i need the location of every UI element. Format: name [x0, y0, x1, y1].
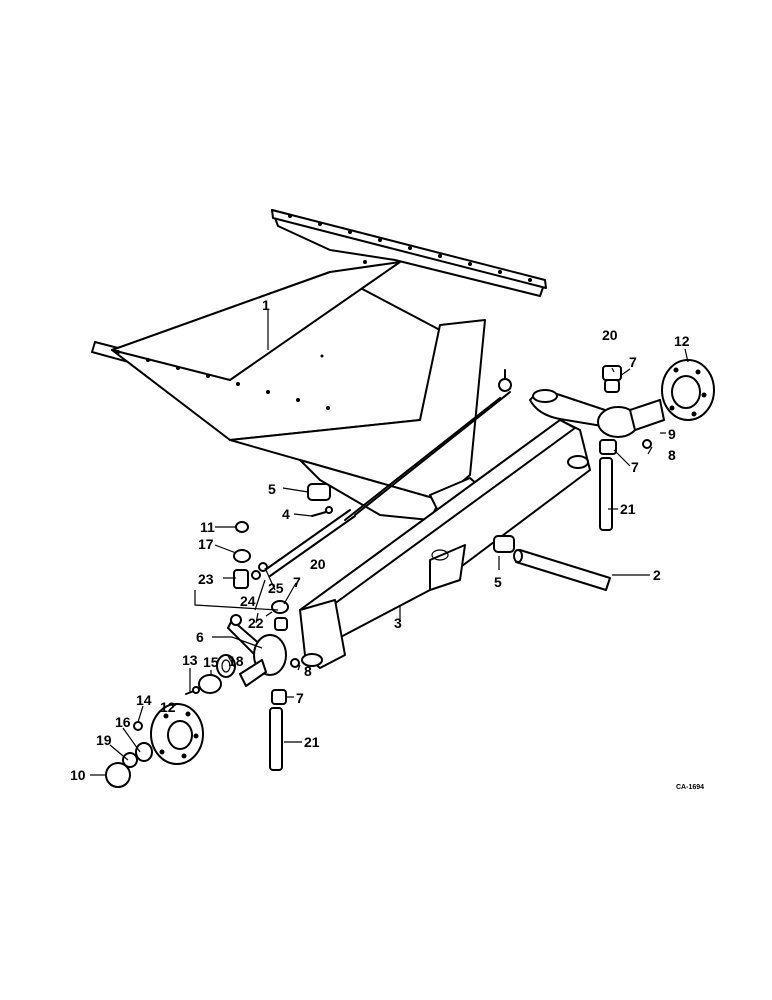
callout-13: 13 [182, 652, 198, 668]
callout-14: 14 [136, 692, 152, 708]
callout-5a: 5 [268, 481, 276, 497]
callout-12b: 12 [160, 699, 176, 715]
callout-6: 6 [196, 629, 204, 645]
front-support-frame [91, 209, 547, 526]
callout-23: 23 [198, 571, 214, 587]
callout-7c: 7 [296, 690, 304, 706]
callout-9: 9 [668, 426, 676, 442]
callout-15: 15 [203, 654, 219, 670]
callout-4: 4 [282, 506, 290, 522]
callout-24: 24 [240, 593, 256, 609]
axle-beam [299, 419, 591, 669]
callout-5b: 5 [494, 574, 502, 590]
callout-20b: 20 [310, 556, 326, 572]
callout-2: 2 [653, 567, 661, 583]
right-spindle-assembly [529, 359, 715, 531]
callout-8a: 8 [668, 447, 676, 463]
callout-21a: 21 [620, 501, 636, 517]
callout-labels: 1 2 3 4 5 5 6 7 7 7 7 8 8 9 10 11 17 12 … [70, 297, 704, 791]
callout-7d: 7 [293, 574, 301, 590]
callout-17: 17 [198, 536, 214, 552]
callout-7b: 7 [631, 459, 639, 475]
leader-lines [90, 310, 689, 776]
callout-11: 11 [200, 519, 215, 535]
callout-3: 3 [394, 615, 402, 631]
callout-22: 22 [248, 615, 264, 631]
callout-12a: 12 [674, 333, 690, 349]
callout-1: 1 [262, 297, 270, 313]
tie-rod [264, 369, 512, 577]
drawing-code: CA-1694 [676, 784, 704, 791]
callout-21b: 21 [304, 734, 320, 750]
callout-19: 19 [96, 732, 112, 748]
callout-16: 16 [115, 714, 131, 730]
callout-7a: 7 [629, 354, 637, 370]
callout-18: 18 [228, 653, 244, 669]
left-side-parts [105, 483, 515, 788]
callout-10: 10 [70, 767, 86, 783]
callout-25: 25 [268, 580, 284, 596]
callout-8b: 8 [304, 663, 312, 679]
pivot-pin [513, 549, 611, 591]
callout-20a: 20 [602, 327, 618, 343]
